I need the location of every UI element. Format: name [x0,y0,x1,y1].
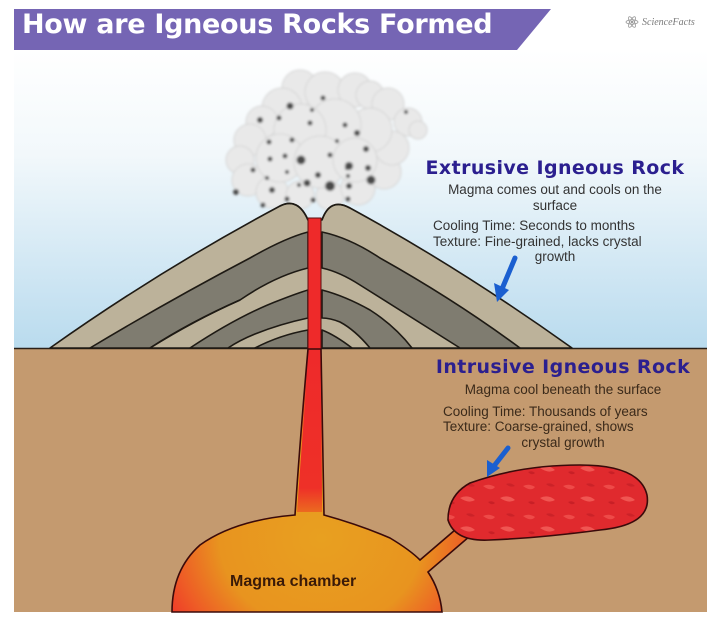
logo-text: ScienceFacts [642,16,695,28]
extrusive-info: Extrusive Igneous Rock Magma comes out a… [425,157,685,265]
extrusive-texture: Texture: Fine-grained, lacks crystal [433,233,642,249]
intrusive-rock-sill [447,464,649,541]
extrusive-line-1: Magma comes out and cools on the [448,182,662,197]
intrusive-cooling-time: Cooling Time: Thousands of years [443,403,648,419]
volcano-vent [307,217,322,350]
ash-cloud [225,69,428,211]
magma-conduit [297,352,322,512]
extrusive-texture-cont: growth [534,249,576,264]
extrusive-arrow-icon [494,255,518,302]
intrusive-info: Intrusive Igneous Rock Magma cool beneat… [428,356,698,450]
intrusive-line-1: Magma cool beneath the surface [464,382,662,397]
extrusive-cooling-time: Cooling Time: Seconds to months [433,218,635,233]
intrusive-arrow-icon [487,445,511,477]
intrusive-heading: Intrusive Igneous Rock [435,356,691,378]
magma-chamber-label: Magma chamber [230,573,357,590]
extrusive-line-2: surface [532,197,578,213]
atom-logo-icon [625,16,639,28]
sciencefacts-logo: ScienceFacts [625,15,695,29]
title-banner [14,9,551,50]
extrusive-heading: Extrusive Igneous Rock [425,157,685,179]
intrusive-texture: Texture: Coarse-grained, shows [443,419,634,434]
page-title: How are Igneous Rocks Formed [22,9,493,40]
intrusive-texture-cont: crystal growth [521,434,605,450]
